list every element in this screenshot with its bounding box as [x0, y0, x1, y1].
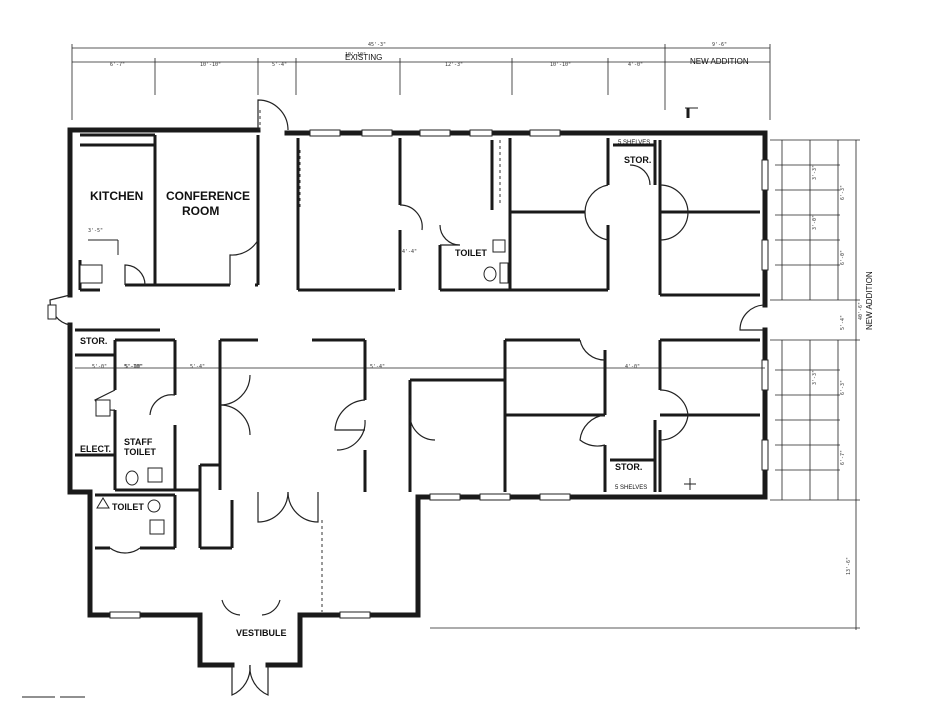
room-label-toilet-sw: TOILET [112, 502, 144, 512]
sw-sink-icon [147, 499, 161, 513]
interior-dimensions: 5'-0" 5'-10" 5'-4" 5'-4" 4'-0" 3'-5" 4'-… [75, 228, 765, 370]
svg-text:3'-3": 3'-3" [812, 370, 818, 385]
center-sink-icon [492, 239, 506, 253]
svg-text:3'-3": 3'-3" [812, 165, 818, 180]
room-label-kitchen: KITCHEN [90, 189, 143, 203]
room-label-vestibule: VESTIBULE [236, 628, 287, 638]
svg-text:12'-3": 12'-3" [445, 62, 463, 68]
shelves-label-se: 5 SHELVES [615, 485, 647, 491]
staff-toilet-icon [125, 470, 139, 486]
svg-text:5'-4": 5'-4" [840, 315, 846, 330]
svg-text:6'-7": 6'-7" [110, 62, 125, 68]
svg-text:5'-10": 5'-10" [125, 364, 143, 370]
new-addition-top-label: NEW ADDITION [690, 57, 749, 66]
existing-label: EXISTING [345, 53, 382, 62]
svg-text:6'-3": 6'-3" [840, 185, 846, 200]
svg-text:6'-3": 6'-3" [840, 380, 846, 395]
svg-text:45'-3": 45'-3" [368, 42, 386, 48]
svg-text:5'-4": 5'-4" [190, 364, 205, 370]
shelves-label-ne: 5 SHELVES [618, 140, 650, 146]
center-toilet-icon [483, 266, 497, 282]
svg-text:5'-0": 5'-0" [92, 364, 107, 370]
interior-walls [75, 108, 760, 612]
room-label-staff: STAFF [124, 437, 153, 447]
room-label-conference: CONFERENCE [166, 189, 250, 203]
warning-triangle-icon [96, 497, 110, 509]
room-label-stor-se: STOR. [615, 462, 642, 472]
svg-text:40'-6": 40'-6" [858, 302, 864, 320]
svg-text:10'-10": 10'-10" [345, 52, 366, 58]
svg-text:9'-6": 9'-6" [712, 42, 727, 48]
svg-text:6'-7": 6'-7" [840, 450, 846, 465]
svg-text:4'-0": 4'-0" [625, 364, 640, 370]
svg-text:4'-0": 4'-0" [628, 62, 643, 68]
svg-text:5'-4": 5'-4" [272, 62, 287, 68]
svg-text:3'-5": 3'-5" [88, 228, 103, 234]
right-dimension-lines: 3'-3" 3'-0" 6'-3" 6'-0" 5'-4" 40'-6" 3'-… [430, 139, 864, 630]
svg-text:10'-10": 10'-10" [550, 62, 571, 68]
door-swings [47, 99, 766, 696]
new-addition-side-label: NEW ADDITION [865, 271, 874, 330]
svg-text:3'-0": 3'-0" [812, 215, 818, 230]
svg-text:5'-4": 5'-4" [370, 364, 385, 370]
room-label-stor-nw: STOR. [80, 336, 107, 346]
svg-text:6'-0": 6'-0" [840, 250, 846, 265]
top-dimension-lines: 6'-7" 10'-10" 5'-4" 10'-10" 12'-3" 10'-1… [71, 42, 771, 120]
room-label-stor-ne: STOR. [624, 155, 651, 165]
room-label-toilet-center: TOILET [455, 248, 487, 258]
room-label-elect: ELECT. [80, 444, 111, 454]
svg-text:5'-10": 5'-10" [124, 364, 142, 370]
sw-toilet-icon [149, 519, 165, 535]
svg-text:10'-10": 10'-10" [200, 62, 221, 68]
room-label-room: ROOM [182, 204, 219, 218]
svg-text:13'-6": 13'-6" [846, 557, 852, 575]
room-label-staff-toilet: TOILET [124, 447, 156, 457]
svg-text:4'-4": 4'-4" [402, 249, 417, 255]
fixtures [79, 107, 698, 535]
window-marks [109, 129, 769, 619]
